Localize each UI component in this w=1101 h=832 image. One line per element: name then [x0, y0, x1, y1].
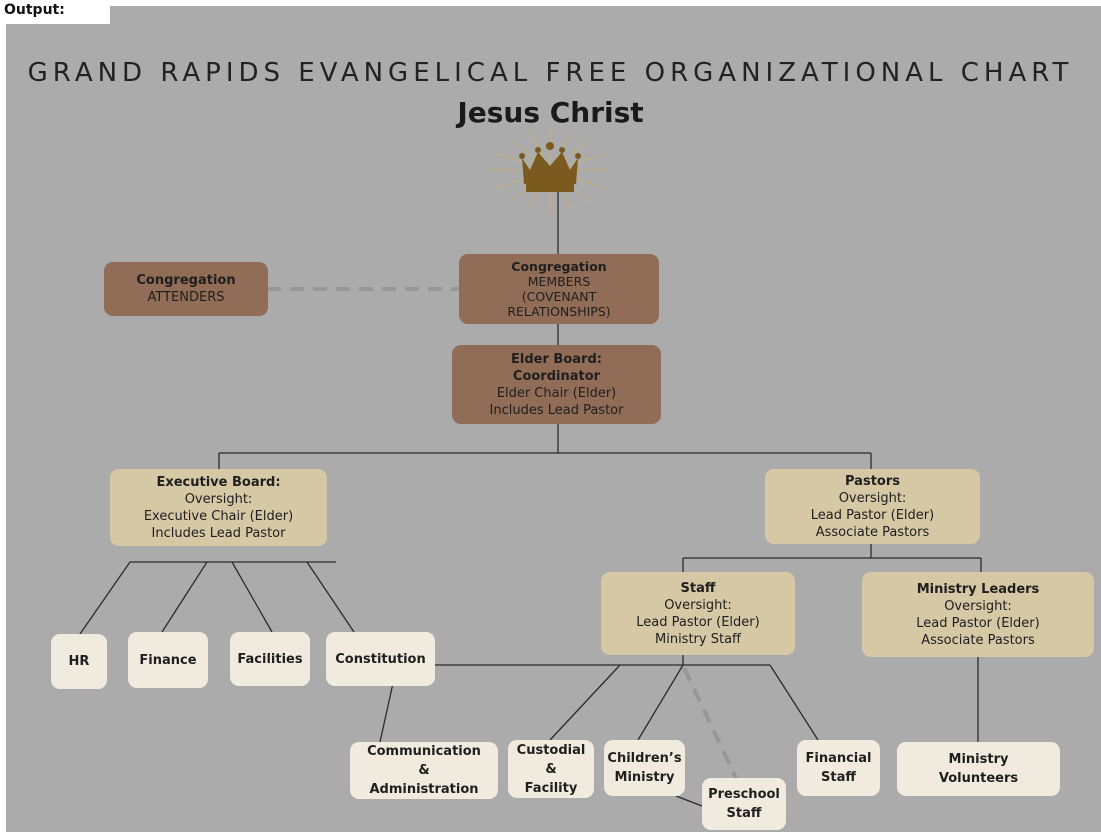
jesus-christ-label: Jesus Christ	[457, 96, 644, 129]
node-line: Children’s	[607, 751, 682, 766]
node-line: Oversight:	[184, 491, 253, 507]
node-line: Ministry	[614, 770, 675, 785]
node-line: Facilities	[237, 651, 303, 667]
node-heading: Staff	[680, 580, 716, 596]
output-label-corner: Output:	[0, 0, 110, 24]
node-preschool-staff: Preschool Staff	[702, 778, 786, 830]
node-line: Communication	[367, 744, 481, 759]
node-line: &	[418, 763, 430, 778]
node-line: Constitution	[335, 651, 426, 667]
node-communication-administration: Communication & Administration	[350, 742, 498, 799]
node-ministry-volunteers: Ministry Volunteers	[897, 742, 1060, 796]
node-line: Executive Chair (Elder)	[143, 508, 294, 524]
node-executive-board: Executive Board: Oversight: Executive Ch…	[110, 469, 327, 546]
output-label: Output:	[4, 2, 65, 18]
node-line: Elder Chair (Elder)	[496, 385, 617, 401]
chart-title: GRAND RAPIDS EVANGELICAL FREE ORGANIZATI…	[27, 58, 1074, 88]
node-childrens-ministry: Children’s Ministry	[604, 740, 685, 796]
node-custodial-facility: Custodial & Facility	[508, 740, 594, 798]
node-line: Financial	[805, 751, 872, 766]
node-line: Custodial	[516, 742, 586, 758]
node-line: Volunteers	[938, 771, 1019, 786]
node-line: HR	[68, 654, 90, 669]
node-line: Finance	[139, 652, 197, 668]
node-line: Oversight:	[838, 490, 907, 506]
node-line: Oversight:	[944, 598, 1012, 614]
node-line: Facility	[524, 780, 578, 796]
node-facilities: Facilities	[230, 632, 310, 686]
node-line: Lead Pastor (Elder)	[810, 507, 935, 523]
node-line: ATTENDERS	[147, 290, 225, 305]
node-heading: Executive Board:	[156, 474, 281, 490]
node-heading: Pastors	[845, 473, 900, 489]
node-line: Lead Pastor (Elder)	[916, 615, 1040, 631]
node-line: Preschool	[708, 787, 780, 802]
node-line: Associate Pastors	[921, 632, 1035, 648]
node-finance: Finance	[128, 632, 208, 688]
crown-icon	[519, 142, 581, 192]
node-line: Associate Pastors	[815, 524, 930, 540]
node-line: RELATIONSHIPS)	[507, 304, 611, 319]
node-line: Staff	[726, 806, 762, 821]
node-line: MEMBERS	[527, 274, 591, 289]
node-line: Includes Lead Pastor	[489, 402, 624, 418]
node-line: Includes Lead Pastor	[151, 525, 286, 541]
node-heading: Congregation	[511, 259, 607, 274]
node-line: Ministry Staff	[655, 631, 741, 647]
node-congregation-attenders: Congregation ATTENDERS	[104, 262, 268, 316]
node-line: Oversight:	[664, 597, 732, 613]
node-staff: Staff Oversight: Lead Pastor (Elder) Min…	[601, 572, 795, 655]
node-financial-staff: Financial Staff	[797, 740, 880, 796]
node-heading: Congregation	[136, 273, 236, 288]
node-line: Administration	[369, 782, 479, 797]
node-constitution: Constitution	[326, 632, 435, 686]
node-heading: Ministry Leaders	[916, 581, 1040, 597]
node-congregation-members: Congregation MEMBERS (COVENANT RELATIONS…	[459, 254, 659, 324]
node-line: Staff	[821, 770, 856, 785]
node-ministry-leaders: Ministry Leaders Oversight: Lead Pastor …	[862, 572, 1094, 657]
node-pastors: Pastors Oversight: Lead Pastor (Elder) A…	[765, 469, 980, 544]
node-hr: HR	[51, 634, 107, 689]
node-line: (COVENANT	[521, 289, 597, 304]
node-line: Ministry	[948, 752, 1009, 767]
node-elder-board: Elder Board: Coordinator Elder Chair (El…	[452, 345, 661, 424]
node-line: Lead Pastor (Elder)	[636, 614, 760, 630]
node-heading: Coordinator	[512, 368, 601, 384]
node-heading: Elder Board:	[511, 351, 602, 367]
node-line: &	[545, 761, 557, 777]
